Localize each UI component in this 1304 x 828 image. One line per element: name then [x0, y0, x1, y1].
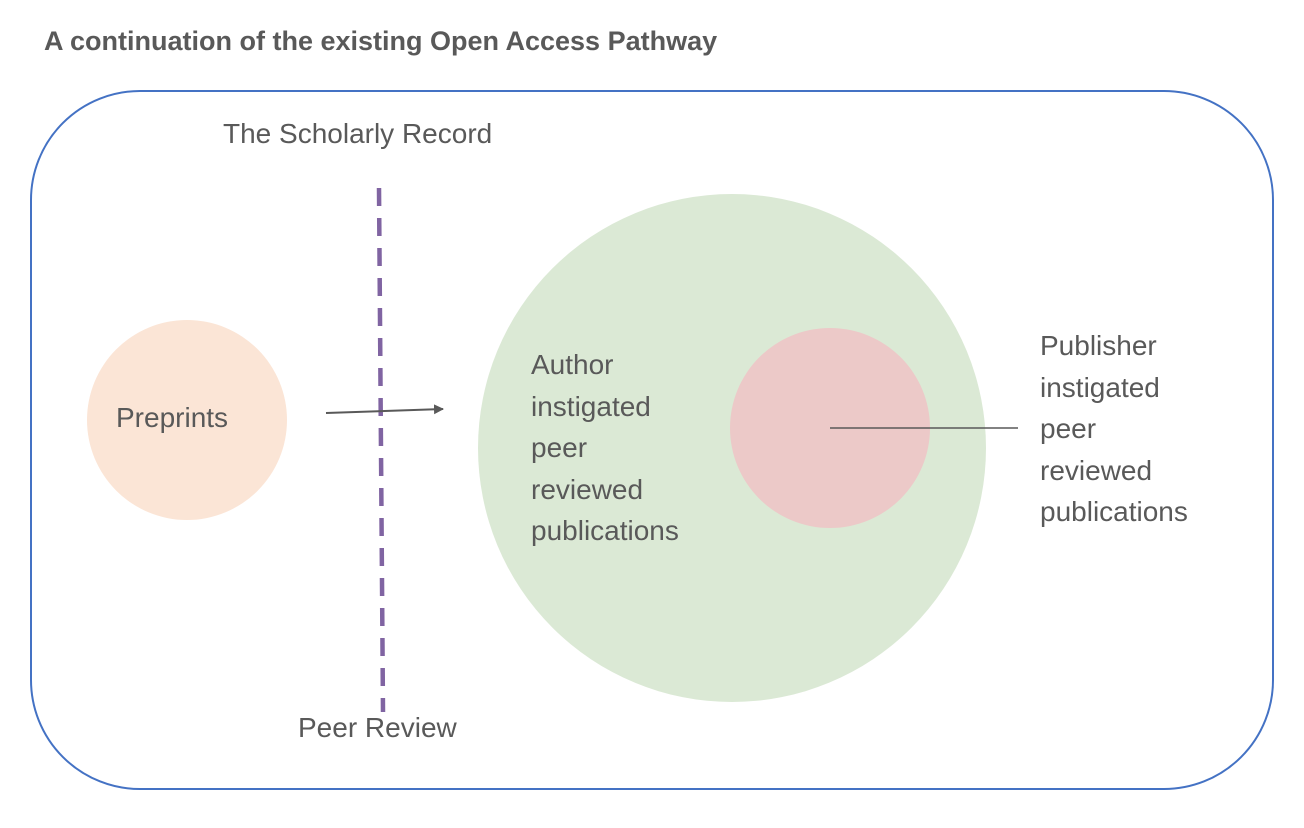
- author-publications-circle: [478, 194, 986, 702]
- peer-review-label: Peer Review: [298, 712, 457, 743]
- scholarly-record-frame: [30, 90, 1274, 790]
- author-publications-label: Author instigated peer reviewed publicat…: [531, 349, 679, 546]
- publisher-publications-label: Publisher instigated peer reviewed publi…: [1040, 330, 1188, 527]
- preprints-to-publications-arrow: [325, 404, 444, 415]
- scholarly-record-label: The Scholarly Record: [223, 118, 493, 149]
- preprints-circle: [87, 320, 287, 520]
- page-title: A continuation of the existing Open Acce…: [44, 26, 718, 56]
- preprints-label: Preprints: [116, 402, 229, 433]
- peer-review-divider: [376, 187, 386, 713]
